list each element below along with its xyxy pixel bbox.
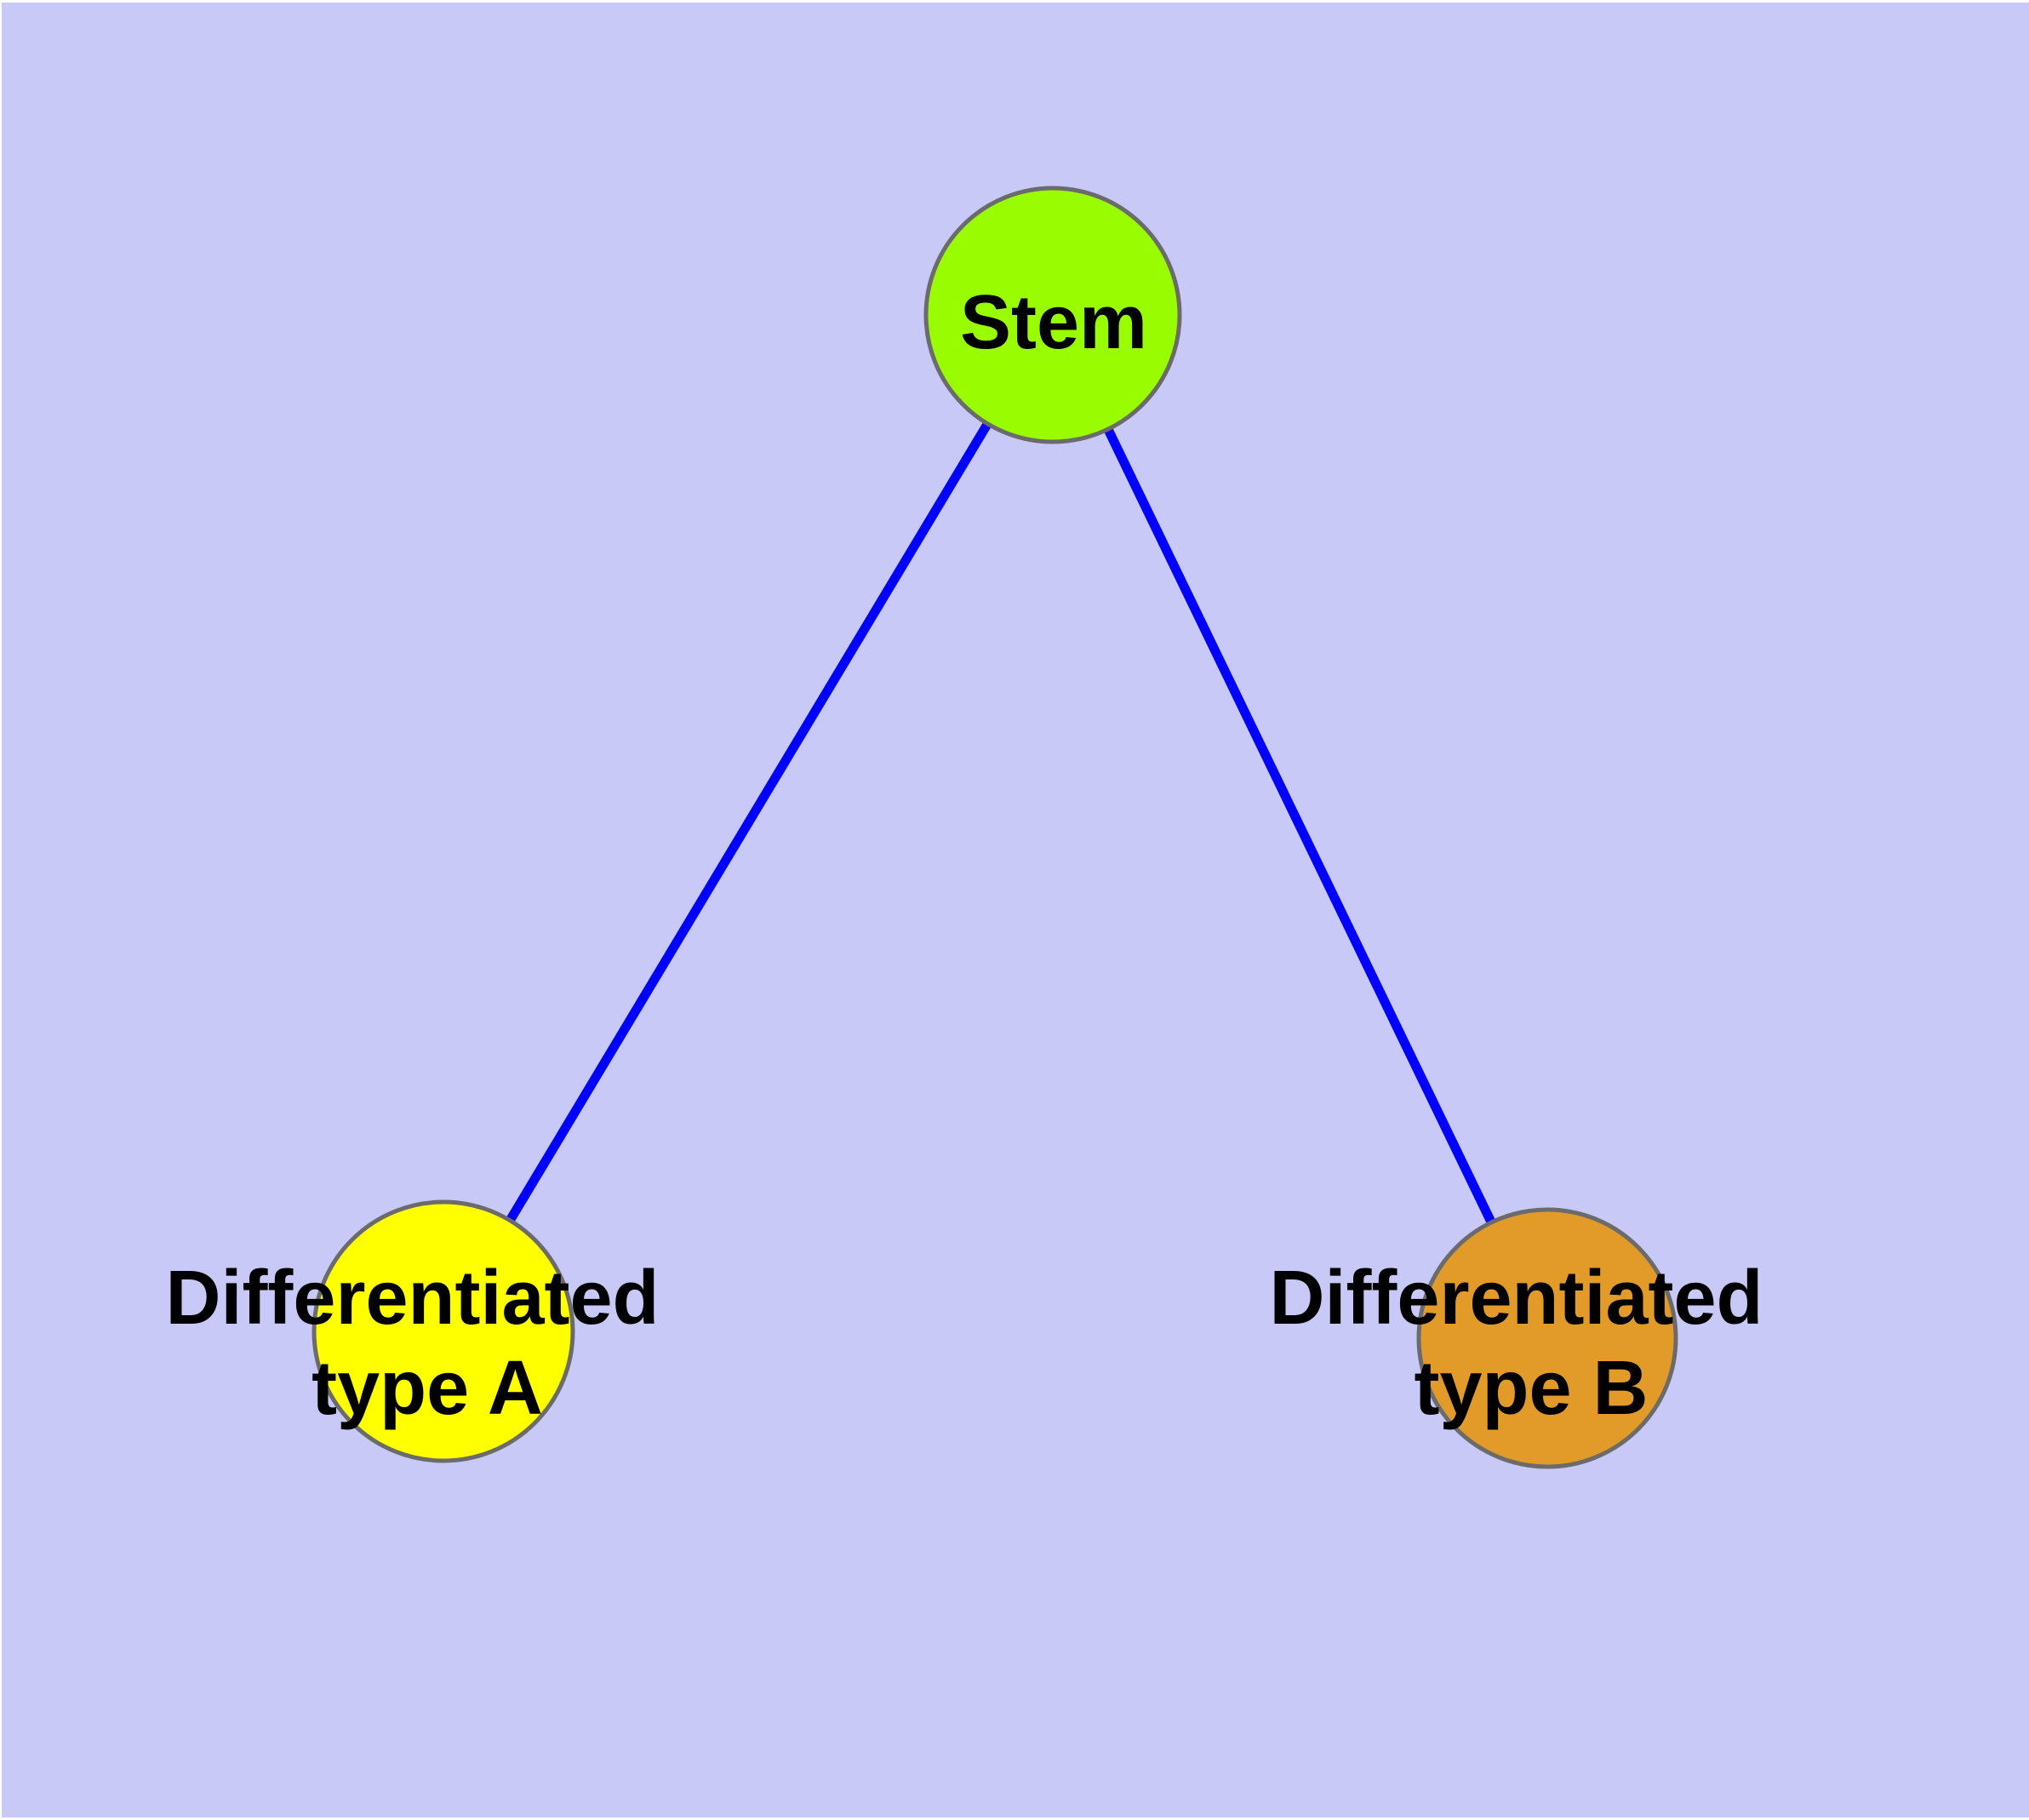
node-type-b-label-line2: type B xyxy=(1414,1346,1648,1431)
node-type-b-label-line1: Differentiated xyxy=(1269,1256,1763,1341)
node-type-b-circle xyxy=(1416,1207,1678,1469)
edge-stem-to-type-a xyxy=(439,312,1057,1334)
node-type-b-label: Differentiated type B xyxy=(1269,1256,1784,1431)
node-stem-circle xyxy=(923,186,1182,444)
node-type-a-label-line1: Differentiated xyxy=(165,1256,659,1341)
node-layer xyxy=(311,186,1678,1469)
edge-stem-to-type-b xyxy=(1049,312,1552,1341)
node-type-a-label: Differentiated type A xyxy=(165,1256,680,1431)
label-layer: Stem Differentiated type A Differentiate… xyxy=(165,280,1784,1431)
edge-layer xyxy=(439,312,1552,1341)
node-type-a-label-line2: type A xyxy=(311,1346,543,1431)
node-stem-label: Stem xyxy=(960,280,1147,365)
node-type-a-circle xyxy=(311,1199,575,1463)
